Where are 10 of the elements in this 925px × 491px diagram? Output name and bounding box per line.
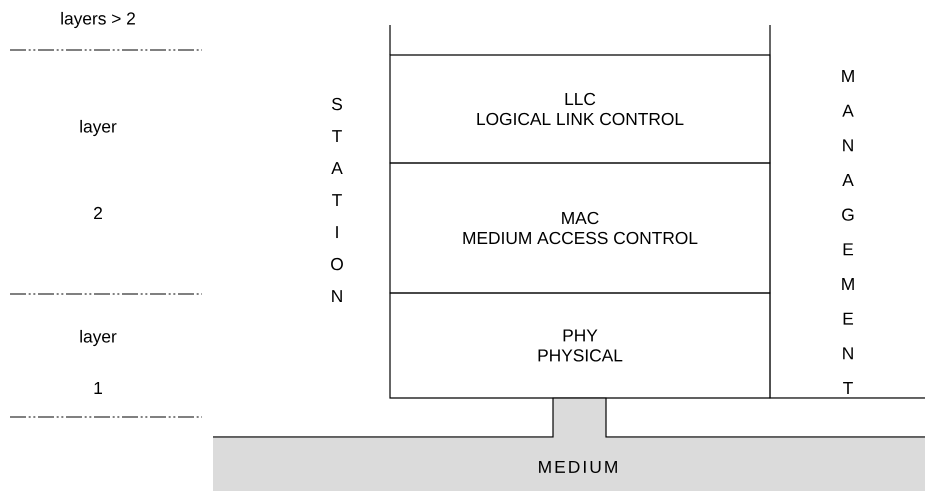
medium-band: MEDIUM [213, 397, 925, 491]
vertical-label: STATION [331, 98, 343, 302]
layer-label: layer [80, 120, 116, 136]
layer-label: layer [80, 330, 116, 346]
layer-box: MAC MEDIUM ACCESS CONTROL [389, 162, 771, 294]
layer-label: 1 [94, 382, 102, 394]
layer-label: layers > 2 [61, 12, 135, 28]
layer-box: PHY PHYSICAL [389, 292, 771, 399]
layer-box: LLC LOGICAL LINK CONTROL [389, 54, 771, 164]
layer-label: 2 [94, 206, 102, 220]
